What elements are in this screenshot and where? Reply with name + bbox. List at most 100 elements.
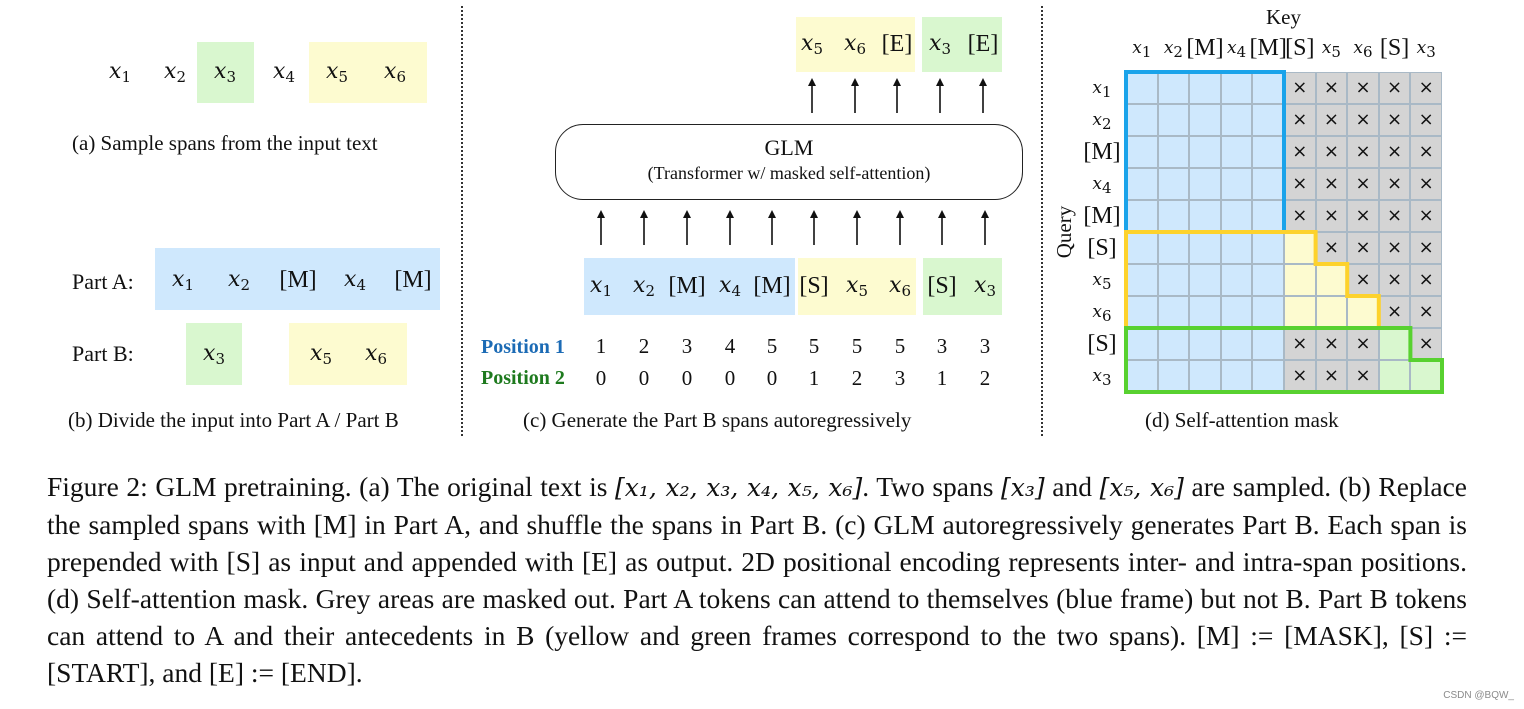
input-token: x6 (878, 272, 922, 305)
key-label-token: [M] (1185, 34, 1225, 64)
mask-cell (1378, 296, 1411, 328)
input-token-base: x (846, 273, 859, 298)
key-label-token-base: [S] (1379, 35, 1410, 61)
key-label-token-base: x (1163, 38, 1174, 58)
input-token-base: x (214, 59, 227, 84)
mask-cell (1220, 264, 1253, 296)
output-token: x5 (790, 30, 834, 63)
part-a-token: x4 (327, 266, 383, 299)
masked-x-icon: × (1355, 109, 1371, 130)
query-label-token-base: [S] (1087, 235, 1117, 261)
input-token: x5 (309, 58, 365, 91)
masked-x-icon: × (1355, 173, 1371, 194)
yellow-frame (1124, 230, 1381, 330)
mask-cell (1126, 168, 1158, 200)
key-label-token-base: x (1227, 38, 1237, 58)
input-token-subscript: 6 (396, 68, 406, 86)
output-token: x3 (918, 30, 962, 63)
key-label-token-subscript: 6 (1363, 43, 1373, 61)
input-token-base: x (164, 59, 177, 84)
mask-cell (1189, 360, 1221, 392)
mask-cell (1378, 264, 1411, 296)
query-label-token-subscript: 4 (1102, 179, 1112, 197)
query-label-token: [M] (1082, 202, 1122, 232)
caption-text-3: and (1044, 471, 1100, 502)
query-label-token-base: x (1092, 270, 1103, 290)
input-token: x1 (579, 272, 623, 305)
input-token: x4 (708, 272, 752, 305)
input-token-subscript: 3 (986, 282, 996, 300)
input-token-subscript: 5 (338, 68, 348, 86)
mask-cell (1378, 136, 1411, 168)
mask-cell (1157, 264, 1190, 296)
part-b-token: x6 (348, 340, 404, 373)
mask-cell (1347, 232, 1379, 264)
up-arrow-icon (810, 210, 818, 245)
position2-value: 1 (936, 366, 948, 390)
part-a-token: x1 (155, 266, 211, 299)
key-label-token: x3 (1406, 34, 1446, 66)
up-arrow-icon (896, 210, 904, 245)
key-label-token: x6 (1343, 34, 1383, 66)
input-token-subscript: 1 (121, 68, 131, 86)
up-arrow-icon (893, 78, 901, 113)
mask-cell (1410, 136, 1442, 168)
input-token-subscript: 4 (731, 282, 741, 300)
up-arrow-icon (979, 78, 987, 113)
mask-cell (1252, 136, 1284, 168)
mask-cell (1252, 264, 1284, 296)
position1-value: 3 (936, 334, 948, 358)
key-label-token-subscript: 5 (1331, 43, 1341, 61)
input-token: x1 (92, 58, 148, 91)
masked-x-icon: × (1418, 173, 1434, 194)
query-label-token-base: [S] (1087, 331, 1117, 357)
position1-value: 1 (595, 334, 607, 358)
query-label-token: x2 (1082, 106, 1122, 138)
masked-x-icon: × (1323, 205, 1339, 226)
output-token-base: [E] (967, 31, 999, 57)
up-arrow-icon (597, 210, 605, 245)
masked-x-icon: × (1292, 365, 1308, 386)
up-arrow-icon (851, 78, 859, 113)
output-token-subscript: 3 (941, 40, 951, 58)
span-frames (1124, 230, 1444, 394)
mask-cell (1189, 72, 1221, 104)
mask-cell (1220, 328, 1253, 360)
masked-x-icon: × (1418, 205, 1434, 226)
key-label-token-base: [M] (1249, 35, 1287, 61)
input-token: x3 (963, 272, 1007, 305)
mask-cell (1315, 136, 1348, 168)
mask-cell (1189, 264, 1221, 296)
query-label-token-base: x (1092, 174, 1103, 194)
span-highlight (197, 42, 254, 103)
mask-cell (1347, 136, 1379, 168)
caption-d: (d) Self-attention mask (1145, 408, 1339, 432)
part-a-token-subscript: 1 (184, 276, 194, 294)
caption-text-4: are sampled. (b) Replace the sampled spa… (47, 471, 1467, 688)
key-label-token: x2 (1154, 34, 1194, 66)
key-label-token-base: x (1416, 38, 1427, 58)
input-token-subscript: 5 (858, 282, 868, 300)
mask-cell (1157, 296, 1190, 328)
mask-cell (1126, 264, 1158, 296)
mask-cell (1410, 232, 1442, 264)
output-span-yellow-box (796, 17, 915, 72)
masked-x-icon: × (1323, 141, 1339, 162)
input-token-base: x (326, 59, 339, 84)
masked-x-icon: × (1387, 269, 1403, 290)
masked-x-icon: × (1418, 109, 1434, 130)
position1-value: 5 (766, 334, 778, 358)
input-token: x5 (835, 272, 879, 305)
mask-cell (1410, 72, 1442, 104)
position2-value: 1 (808, 366, 820, 390)
mask-cell (1347, 328, 1379, 360)
query-label-token-base: x (1092, 366, 1103, 386)
masked-x-icon: × (1292, 109, 1308, 130)
mask-cell (1220, 136, 1253, 168)
mask-cell (1315, 360, 1348, 392)
masked-x-icon: × (1355, 365, 1371, 386)
part-a-label: Part A: (72, 269, 134, 294)
part-a-token-base: [M] (279, 267, 317, 293)
query-label-token-base: x (1092, 78, 1103, 98)
mask-cell (1189, 104, 1221, 136)
